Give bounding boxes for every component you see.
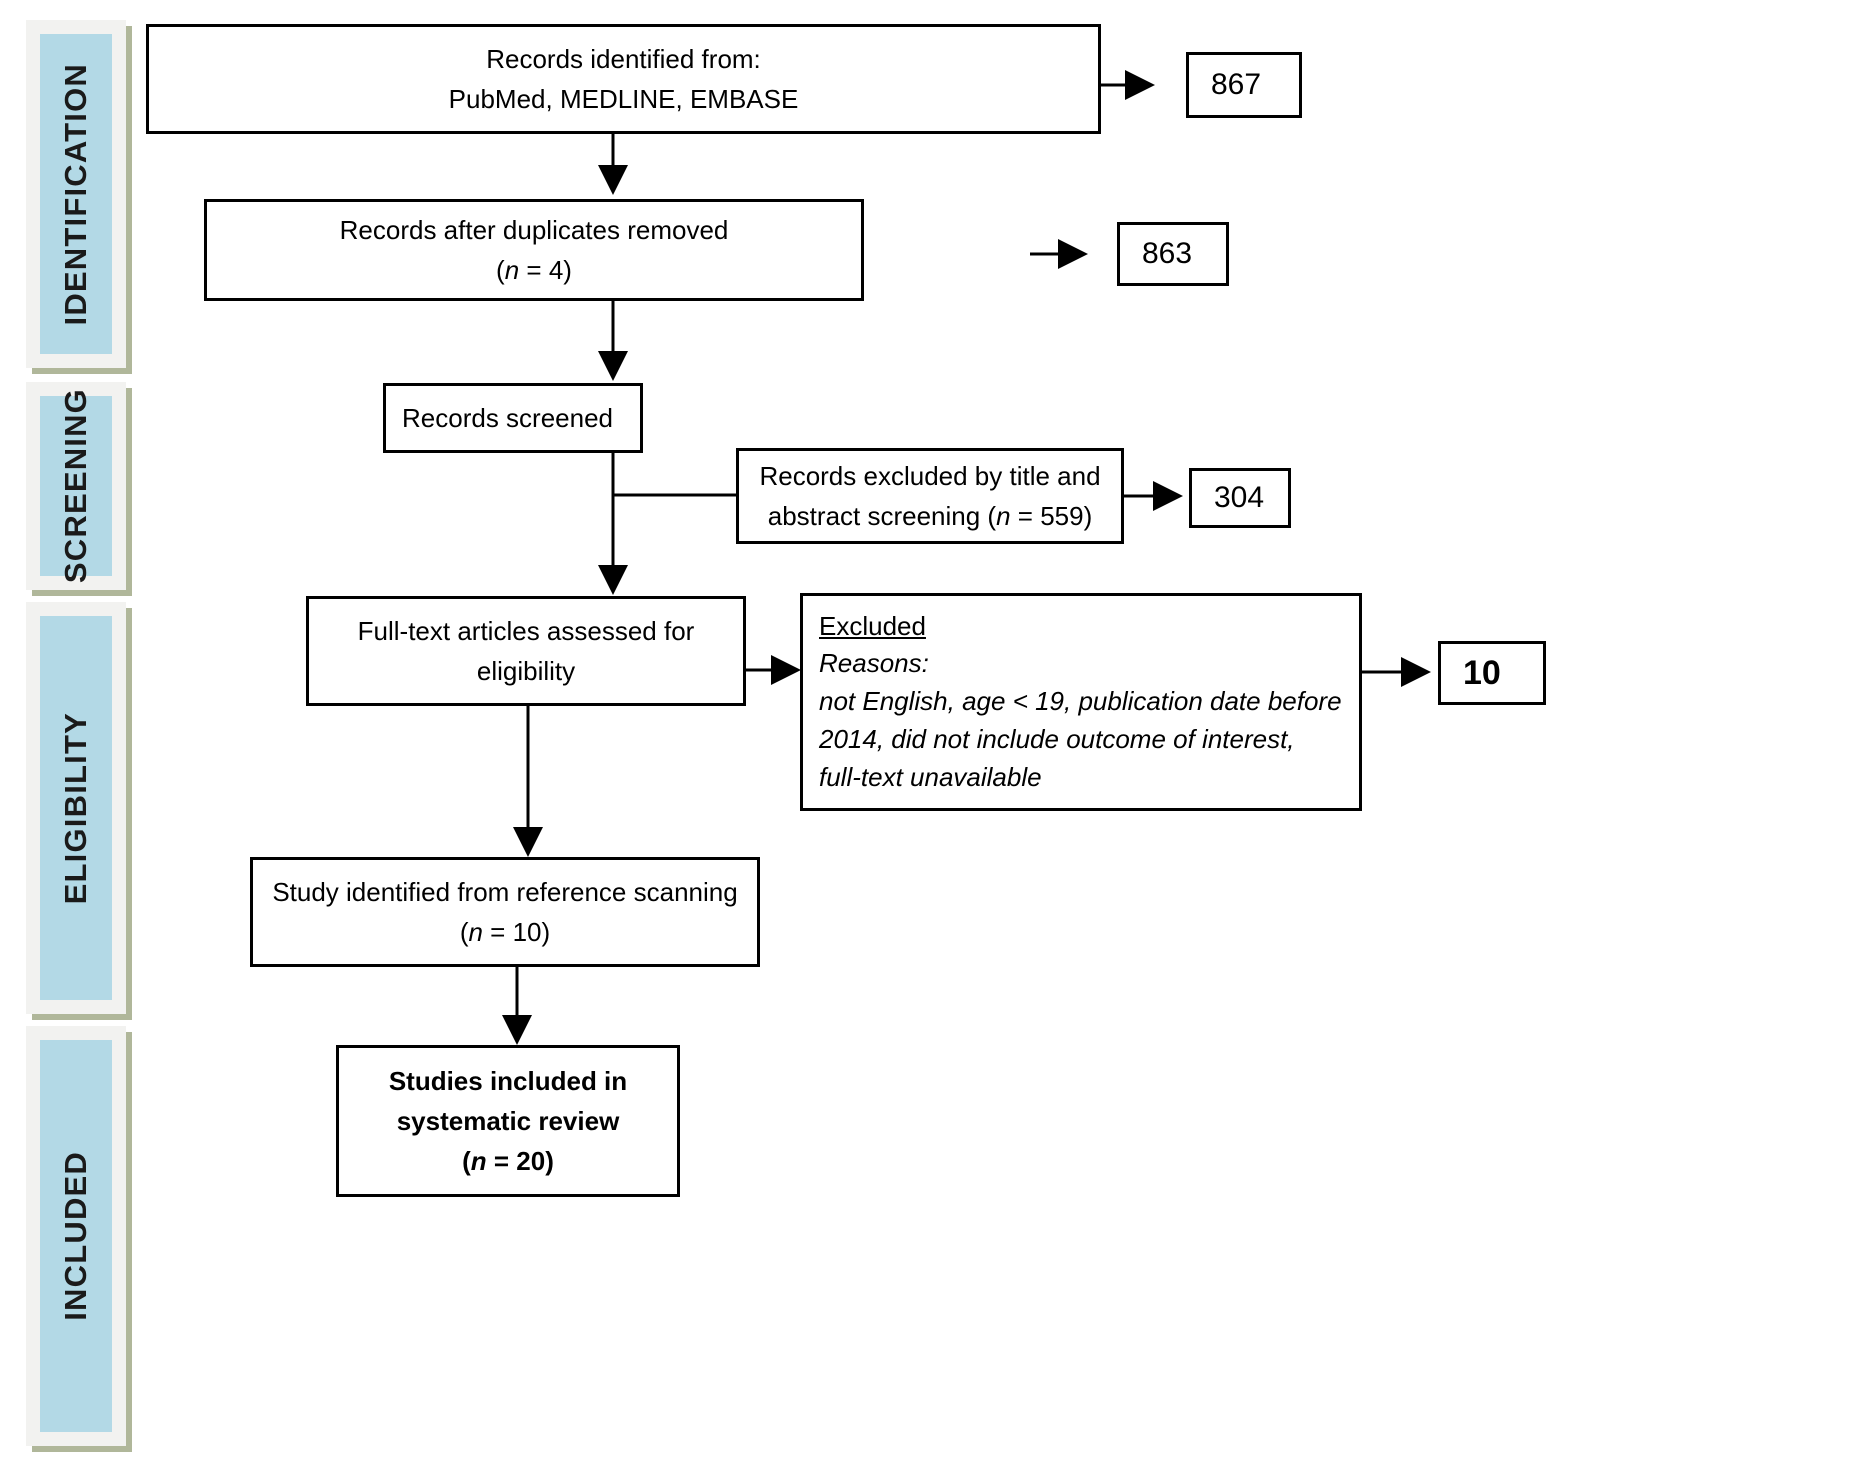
node-records-identified: Records identified from: PubMed, MEDLINE… [146, 24, 1101, 134]
dup-paren-open: ( [496, 255, 505, 285]
reference-scanning-line1: Study identified from reference scanning [272, 876, 738, 907]
count-excluded-fulltext: 10 [1463, 653, 1501, 692]
phase-band-included: INCLUDED [26, 1026, 126, 1446]
phase-label-included: INCLUDED [58, 1151, 93, 1321]
count-after-duplicates: 863 [1142, 237, 1193, 270]
fulltext-assessed-line2: eligibility [476, 656, 576, 686]
node-records-after-duplicates: Records after duplicates removed (n = 4) [204, 199, 864, 301]
phase-band-identification: IDENTIFICATION [26, 20, 126, 368]
excluded-reasons-line2: 2014, did not include outcome of interes… [819, 723, 1295, 754]
phase-band-included-fill: INCLUDED [40, 1040, 112, 1432]
records-screened-line1: Records screened [402, 402, 613, 433]
studies-included-line3: (n = 20) [355, 1141, 661, 1181]
node-excluded-reasons: Excluded Reasons: not English, age < 19,… [800, 593, 1362, 811]
excl-n-var: n [996, 501, 1011, 531]
records-excluded-line2: abstract screening (n = 559) [755, 496, 1105, 536]
node-records-screened: Records screened [383, 383, 643, 453]
excluded-reasons-line1: not English, age < 19, publication date … [819, 686, 1342, 717]
records-excluded-line1: Records excluded by title and [759, 460, 1101, 491]
excluded-reasons-line3: full-text unavailable [819, 761, 1042, 792]
excluded-reasons-heading: Excluded [819, 610, 926, 641]
inc-prefix: ( [462, 1146, 471, 1177]
phase-label-identification: IDENTIFICATION [58, 62, 93, 326]
reference-scanning-line2: (n = 10) [269, 912, 741, 952]
phase-label-eligibility: ELIGIBILITY [58, 711, 93, 905]
phase-band-screening-fill: SCREENING [40, 388, 112, 584]
records-after-duplicates-line1: Records after duplicates removed [339, 214, 729, 245]
inc-n-var: n [470, 1146, 487, 1177]
dup-n-var: n [504, 255, 520, 285]
inc-n-value: = 20) [486, 1146, 554, 1177]
excl-n-value: = 559) [1010, 501, 1093, 531]
ref-n-value: = 10) [482, 917, 551, 947]
records-after-duplicates-line2: (n = 4) [223, 250, 845, 290]
excl-prefix: abstract screening ( [767, 501, 997, 531]
node-studies-included: Studies included in systematic review (n… [336, 1045, 680, 1197]
count-box-identified-total: 867 [1186, 52, 1302, 118]
count-box-excluded-screening: 304 [1189, 468, 1291, 528]
records-identified-line2: PubMed, MEDLINE, EMBASE [448, 84, 799, 114]
excluded-reasons-subheading: Reasons: [819, 648, 929, 679]
ref-prefix: ( [459, 917, 469, 947]
phase-band-identification-fill: IDENTIFICATION [40, 34, 112, 354]
count-box-excluded-fulltext: 10 [1438, 641, 1546, 705]
records-identified-line1: Records identified from: [486, 43, 761, 74]
count-excluded-screening: 304 [1214, 481, 1265, 514]
phase-label-screening: SCREENING [58, 388, 93, 584]
studies-included-line2: systematic review [396, 1105, 620, 1136]
node-records-excluded: Records excluded by title and abstract s… [736, 448, 1124, 544]
ref-n-var: n [468, 917, 483, 947]
phase-band-eligibility-fill: ELIGIBILITY [40, 616, 112, 1000]
count-box-after-duplicates: 863 [1117, 222, 1229, 286]
phase-band-eligibility: ELIGIBILITY [26, 602, 126, 1014]
node-fulltext-assessed: Full-text articles assessed for eligibil… [306, 596, 746, 706]
count-identified-total: 867 [1211, 68, 1262, 101]
dup-n-value: = 4) [519, 255, 572, 285]
phase-band-screening: SCREENING [26, 382, 126, 590]
studies-included-line1: Studies included in [388, 1065, 628, 1096]
node-reference-scanning: Study identified from reference scanning… [250, 857, 760, 967]
fulltext-assessed-line1: Full-text articles assessed for [357, 615, 695, 646]
